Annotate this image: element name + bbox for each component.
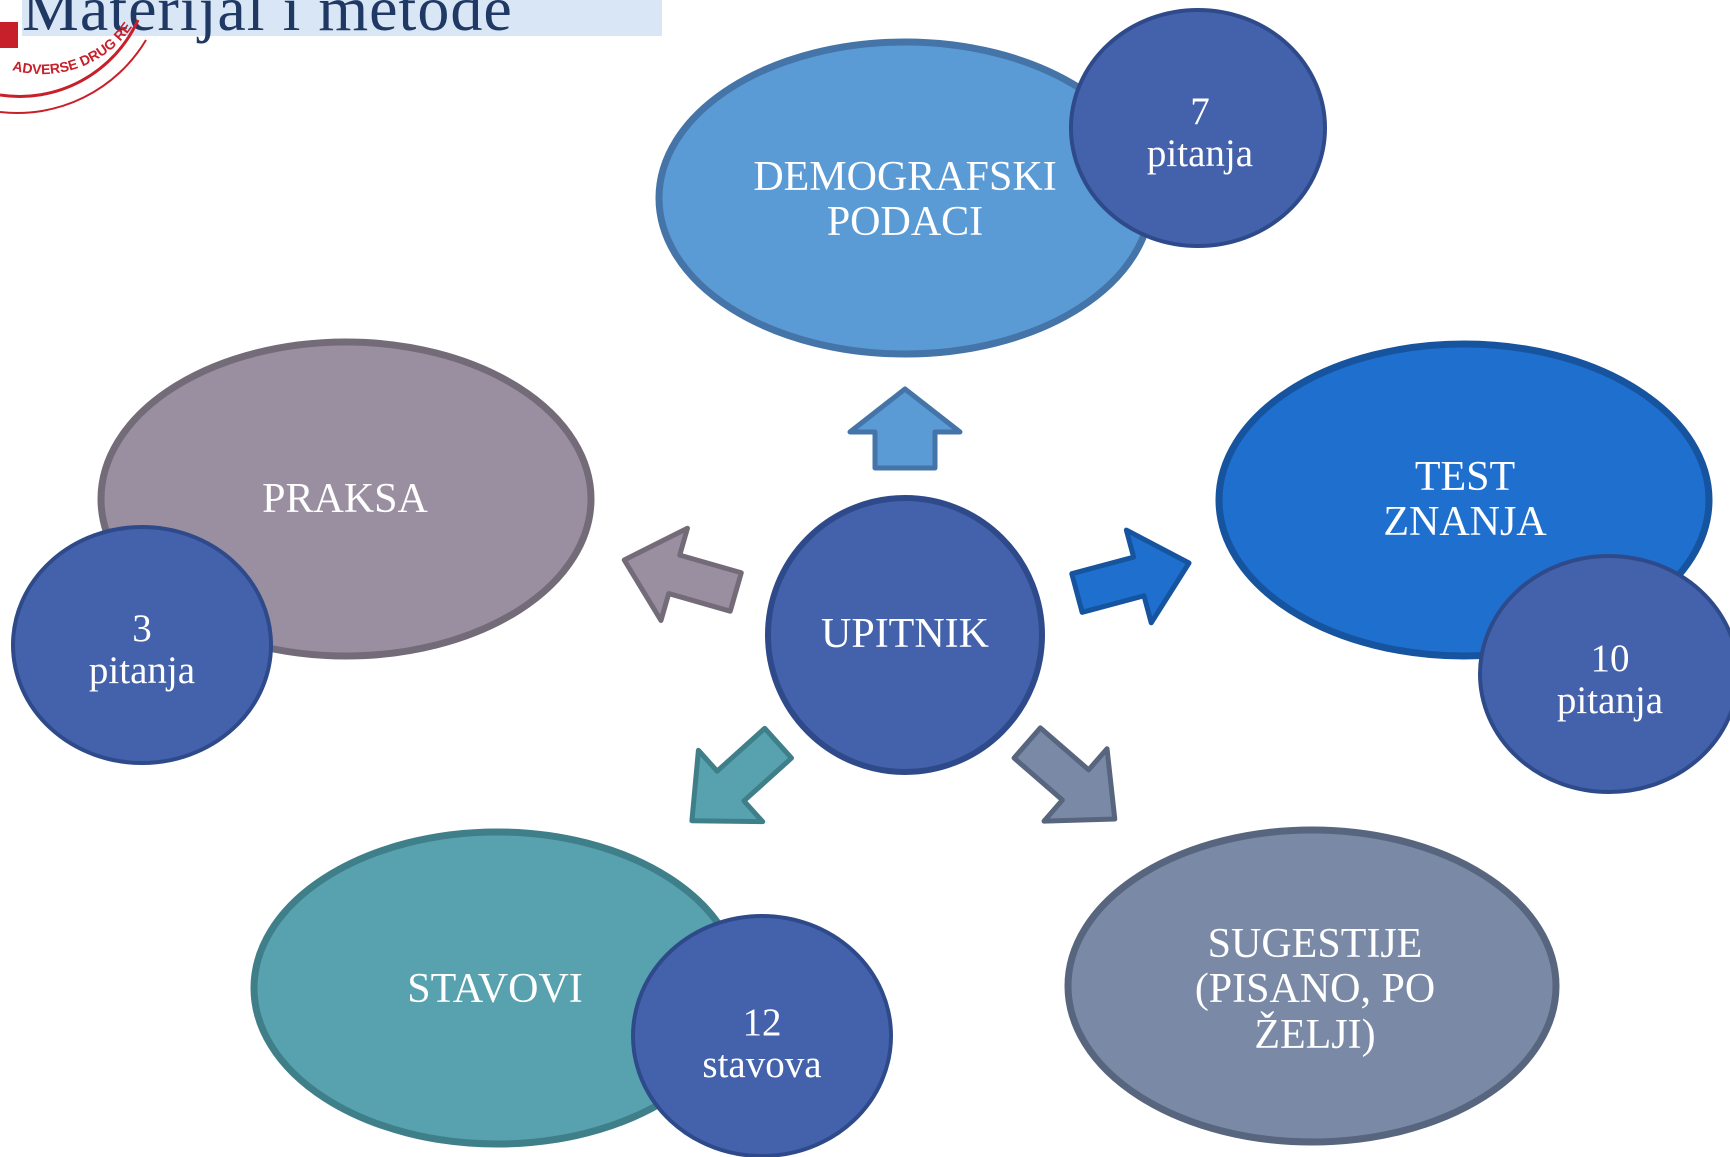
badge-test-count: 10 pitanja (1556, 636, 1664, 722)
badge-test-circle (1478, 554, 1730, 794)
svg-text:ADVERSE DRUG REACTION: ADVERSE DRUG REACTION (0, 0, 135, 77)
header-bar (22, 0, 662, 36)
arrow-to-test (1069, 527, 1192, 626)
node-demografski-label: DEMOGRAFSKI PODACI (753, 153, 1057, 245)
badge-stavovi-circle (631, 914, 893, 1157)
node-stavovi-label: STAVOVI (407, 966, 583, 1013)
badge-demografski-circle (1069, 8, 1327, 248)
badge-demografski-count: 7 pitanja (1146, 89, 1254, 175)
badge-praksa-circle (11, 525, 273, 765)
arrow-up-demografski (847, 386, 963, 471)
stamp-logo: ADVERSE DRUG REACTION (0, 0, 147, 114)
arrow-to-sugestije (1011, 725, 1118, 824)
page-title: Materijal i metode (22, 0, 513, 44)
stamp-text: ADVERSE DRUG REACTION (0, 0, 135, 77)
node-sugestije-label: SUGESTIJE (PISANO, PO ŽELJI) (1194, 920, 1436, 1058)
center-label: UPITNIK (821, 611, 989, 658)
badge-stavovi-count: 12 stavova (702, 1000, 822, 1086)
node-test-label: TEST ZNANJA (1383, 453, 1547, 545)
node-sugestije-ellipse (1064, 826, 1560, 1146)
node-praksa-label: PRAKSA (262, 476, 428, 523)
center-circle (765, 495, 1045, 775)
arrow-to-stavovi (689, 725, 794, 825)
arrow-to-praksa (621, 525, 744, 623)
badge-praksa-count: 3 pitanja (88, 606, 196, 692)
